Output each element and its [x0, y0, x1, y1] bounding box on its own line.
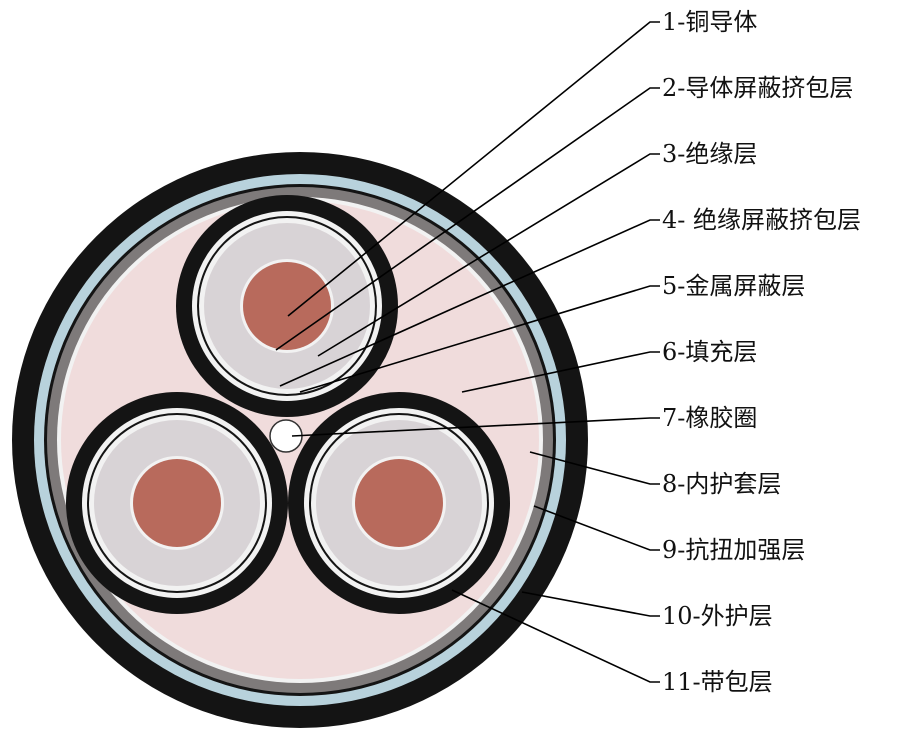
leader-line-7	[291, 417, 660, 437]
leader-line-8	[529, 451, 660, 485]
label-insulation: 3-绝缘层	[662, 140, 757, 168]
label-insulation-screen: 4- 绝缘屏蔽挤包层	[662, 206, 861, 234]
leader-line-6	[461, 351, 660, 393]
leader-lines	[275, 21, 660, 683]
label-filler: 6-填充层	[662, 338, 757, 366]
copper-conductor-core	[243, 262, 331, 350]
label-metal-screen: 5-金属屏蔽层	[662, 272, 805, 300]
core-bottom-left	[66, 392, 288, 614]
label-binding-tape: 11-带包层	[662, 668, 773, 696]
copper-conductor-core	[133, 459, 221, 547]
leader-line-3	[317, 153, 660, 357]
label-conductor-screen: 2-导体屏蔽挤包层	[662, 74, 853, 102]
leader-line-4	[279, 219, 660, 387]
leader-line-2	[275, 87, 660, 351]
core-top	[176, 195, 398, 417]
leader-line-1	[287, 21, 660, 317]
copper-conductor-core	[355, 459, 443, 547]
core-bottom-right	[288, 392, 510, 614]
leader-line-5	[299, 285, 660, 393]
label-copper-conductor: 1-铜导体	[662, 8, 757, 36]
label-torsion-armor: 9-抗扭加强层	[662, 536, 805, 564]
leader-line-11	[451, 589, 660, 683]
leader-line-10	[521, 591, 660, 617]
label-inner-sheath: 8-内护套层	[662, 470, 781, 498]
leader-line-9	[533, 505, 660, 551]
layer-labels: 1-铜导体 2-导体屏蔽挤包层 3-绝缘层 4- 绝缘屏蔽挤包层 5-金属屏蔽层…	[662, 8, 861, 696]
label-outer-sheath: 10-外护层	[662, 602, 773, 630]
label-rubber-ring: 7-橡胶圈	[662, 404, 757, 432]
